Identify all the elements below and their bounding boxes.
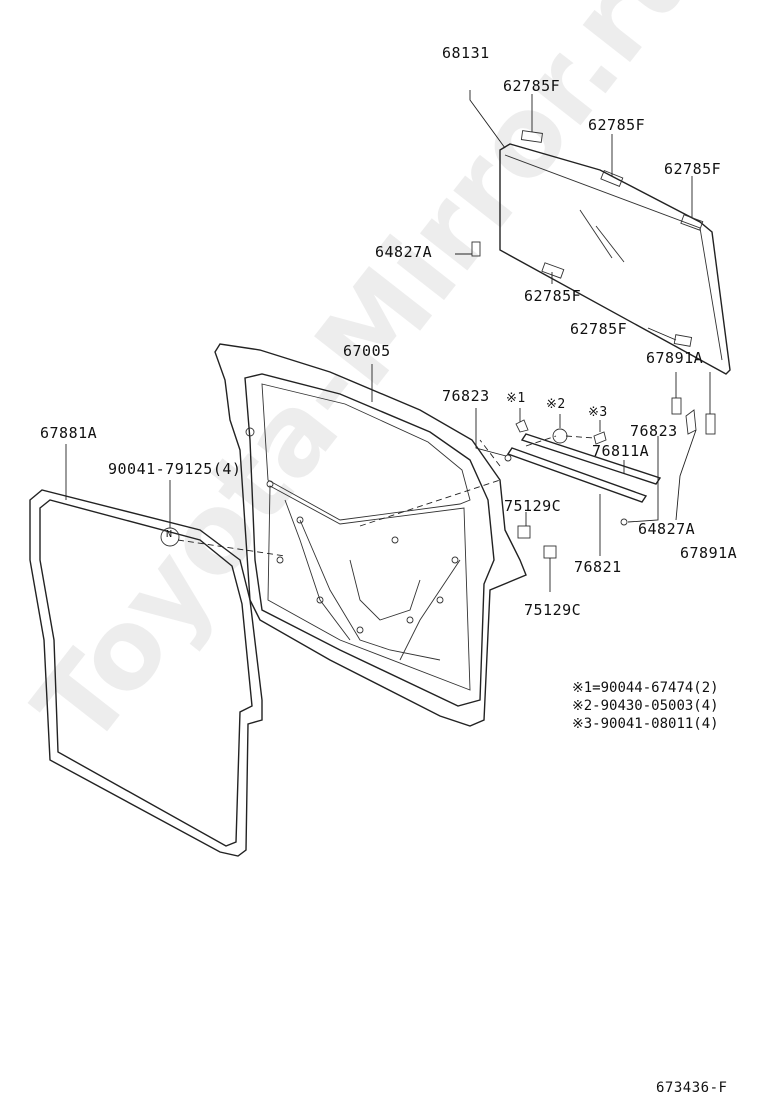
- relation-lines: [177, 435, 595, 557]
- garnish-parts: [504, 397, 716, 559]
- label-76811a: 76811A: [592, 442, 650, 460]
- label-62785f-5: 62785F: [570, 320, 628, 338]
- label-76823-1: 76823: [442, 387, 490, 405]
- label-76821: 76821: [574, 558, 622, 576]
- label-67005: 67005: [343, 342, 391, 360]
- ref-marker-3: ※3: [588, 405, 608, 420]
- label-67891a-1: 67891A: [646, 349, 704, 367]
- leader-lines: [65, 90, 711, 592]
- note-2: ※2-90430-05003(4): [572, 698, 719, 714]
- label-62785f-1: 62785F: [503, 77, 561, 95]
- label-64827a-1: 64827A: [375, 243, 433, 261]
- ref-marker-2: ※2: [546, 397, 566, 412]
- back-door-panel: [214, 343, 527, 727]
- label-62785f-3: 62785F: [664, 160, 722, 178]
- label-67881a: 67881A: [40, 424, 98, 442]
- weatherstrip-67881a: [29, 489, 263, 857]
- label-90041-79125: 90041-79125(4): [108, 460, 242, 478]
- label-75129c-2: 75129C: [524, 601, 582, 619]
- label-67891a-2: 67891A: [680, 544, 738, 562]
- label-62785f-4: 62785F: [524, 287, 582, 305]
- label-68131: 68131: [442, 44, 490, 62]
- back-window-glass: [499, 143, 731, 375]
- note-1: ※1=90044-67474(2): [572, 680, 719, 696]
- label-76823-2: 76823: [630, 422, 678, 440]
- label-62785f-2: 62785F: [588, 116, 646, 134]
- note-3: ※3-90041-08011(4): [572, 716, 719, 732]
- ref-marker-1: ※1: [506, 391, 526, 406]
- diagram-id: 673436-F: [656, 1080, 728, 1096]
- label-64827a-2: 64827A: [638, 520, 696, 538]
- clip-64827a-upper: [471, 241, 481, 257]
- label-75129c-1: 75129C: [504, 497, 562, 515]
- bolt-symbol-n: N: [166, 529, 173, 540]
